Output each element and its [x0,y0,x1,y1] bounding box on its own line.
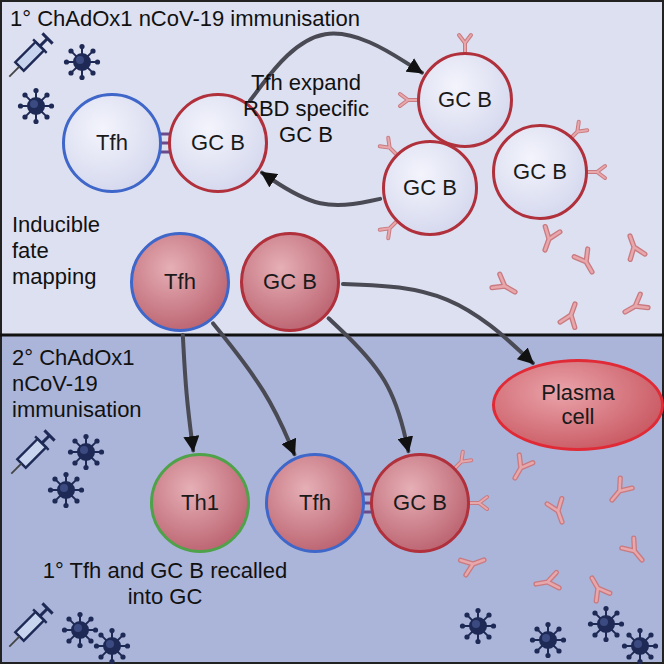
method-note: Inducible fate mapping [12,212,127,290]
cell-label: GC B [393,491,447,515]
tfh-cell: Tfh [130,232,230,332]
plasma-cell: Plasma cell [492,359,664,451]
fate-arrow [262,173,380,205]
gc-b-cell: GC B [417,52,513,148]
cell-label: Tfh [164,270,196,294]
panel-heading: 2° ChAdOx1 nCoV-19 immunisation [12,345,182,423]
gc-b-cell: GC B [370,453,470,553]
gc-b-cell: GC B [240,232,340,332]
process-note: 1° Tfh and GC B recalled into GC [40,558,290,610]
fate-arrow [213,323,294,454]
cell-label: Th1 [181,491,219,515]
fate-arrow [329,318,409,451]
cell-label: Tfh [299,491,331,515]
tfh-cell: Tfh [265,453,365,553]
cell-label: GC B [403,176,457,200]
tfh-cell: Tfh [62,93,162,193]
process-note: Tfh expand RBD specific GC B [226,70,386,148]
fate-arrow [343,284,533,363]
panel-heading: 1° ChAdOx1 nCoV-19 immunisation [10,6,440,32]
cell-label: GC B [513,160,567,184]
bottom-panel [1,335,663,663]
gc-b-cell: GC B [382,140,478,236]
fate-arrow [183,335,193,451]
panel-divider [0,334,664,337]
cell-label: GC B [263,270,317,294]
cell-label: Tfh [96,131,128,155]
cell-label: GC B [438,88,492,112]
th1-cell: Th1 [150,453,250,553]
gc-b-cell: GC B [492,124,588,220]
top-panel [1,1,663,335]
cell-label: Plasma cell [526,381,630,429]
cell-label: GC B [191,131,245,155]
